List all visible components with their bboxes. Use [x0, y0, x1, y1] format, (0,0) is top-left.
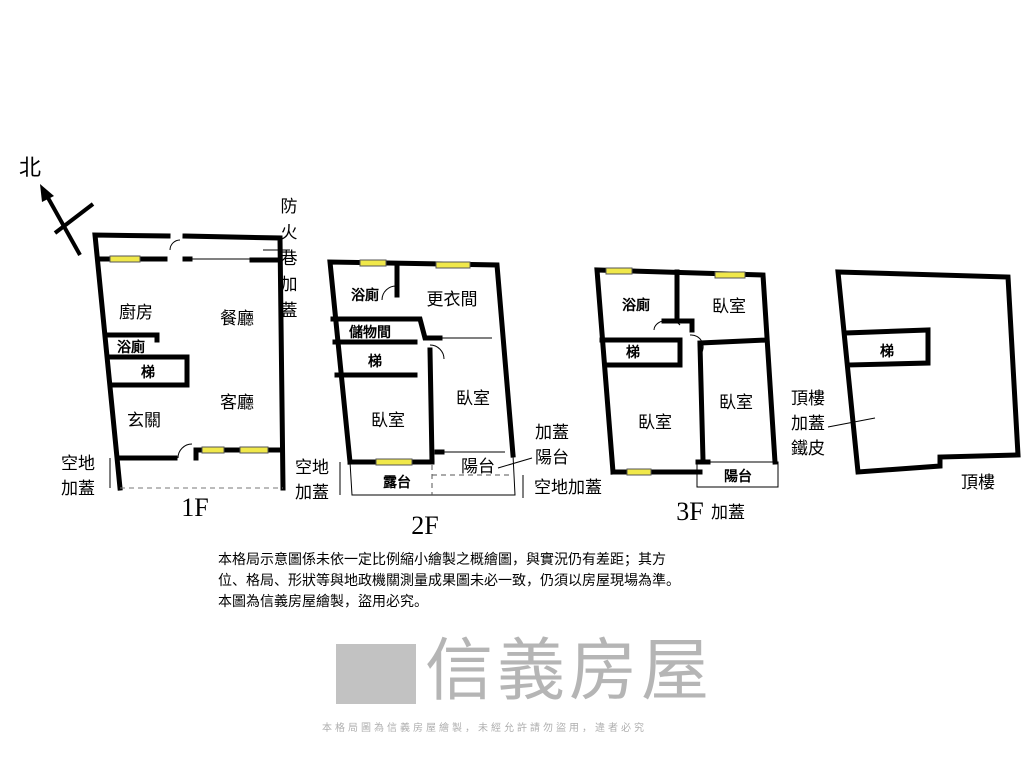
watermark-logo — [336, 644, 416, 704]
room-kitchen: 廚房 — [119, 302, 153, 323]
floor-2f-walls — [327, 259, 533, 498]
room-stairs: 梯 — [141, 364, 155, 381]
watermark-notice: 本格局圖為信義房屋繪製，未經允許請勿盜用，違者必究 — [322, 723, 647, 734]
svg-text:火: 火 — [281, 223, 298, 243]
room-bathroom: 浴廁 — [622, 297, 650, 314]
room-bedroom: 臥室 — [456, 389, 490, 409]
room-balcony: 陽台 — [461, 457, 495, 477]
north-label: 北 — [19, 156, 41, 181]
disclaimer-line: 位、格局、形狀等與地政機關測量成果圖未必一致，仍須以房屋現場為準。 — [218, 573, 680, 589]
fire-lane-label: 防 火 巷 加 蓋 — [281, 197, 298, 321]
disclaimer: 本格局示意圖係未依一定比例縮小繪製之概繪圖，與實況仍有差距；其方 位、格局、形狀… — [218, 550, 680, 613]
room-bedroom: 臥室 — [371, 411, 405, 431]
open-land-label: 加蓋 — [295, 483, 329, 503]
iron-roof-label: 鐵皮 — [791, 439, 825, 459]
added-balcony-label: 陽台 — [535, 448, 569, 468]
room-balcony: 陽台 — [724, 468, 752, 485]
svg-text:防: 防 — [281, 197, 298, 217]
disclaimer-line: 本格局示意圖係未依一定比例縮小繪製之概繪圖，與實況仍有差距；其方 — [218, 552, 666, 568]
watermark-brand: 信義房屋 — [425, 632, 714, 711]
open-land-label: 空地 — [61, 454, 95, 474]
disclaimer-line: 本圖為信義房屋繪製，盜用必究。 — [218, 594, 428, 610]
iron-roof-label: 頂樓 — [791, 389, 825, 409]
room-dressing: 更衣間 — [427, 290, 478, 310]
open-land-label: 空地 — [295, 458, 329, 478]
room-living: 客廳 — [220, 393, 254, 413]
room-entrance: 玄關 — [127, 411, 161, 431]
svg-text:巷: 巷 — [281, 249, 298, 269]
room-stairs: 梯 — [626, 344, 640, 361]
floor-3f-walls — [594, 267, 779, 488]
room-stairs: 梯 — [368, 353, 382, 370]
room-storage: 儲物間 — [348, 324, 391, 341]
open-land-label: 空地加蓋 — [534, 478, 602, 498]
room-bedroom: 臥室 — [638, 413, 672, 433]
north-arrow-icon — [40, 184, 95, 256]
floor-roof-walls — [827, 269, 1021, 475]
added-balcony-label: 加蓋 — [535, 423, 569, 443]
room-stairs: 梯 — [880, 343, 894, 360]
floor-1f-walls — [92, 232, 290, 491]
room-bedroom: 臥室 — [712, 297, 746, 317]
room-bedroom: 臥室 — [719, 393, 753, 413]
room-bathroom: 浴廁 — [351, 287, 379, 304]
svg-text:加: 加 — [281, 275, 298, 295]
floor-label-3f-suffix: 加蓋 — [711, 503, 745, 523]
floor-label-2f: 2F — [411, 511, 438, 540]
floor-label-roof: 頂樓 — [961, 473, 995, 493]
floor-label-3f: 3F — [676, 497, 703, 526]
floor-label-1f: 1F — [181, 493, 208, 522]
iron-roof-label: 加蓋 — [791, 414, 825, 434]
room-dining: 餐廳 — [220, 309, 254, 329]
room-bathroom: 浴廁 — [117, 339, 145, 356]
open-land-label: 加蓋 — [61, 479, 95, 499]
room-terrace: 露台 — [383, 474, 411, 491]
svg-text:蓋: 蓋 — [281, 301, 298, 321]
